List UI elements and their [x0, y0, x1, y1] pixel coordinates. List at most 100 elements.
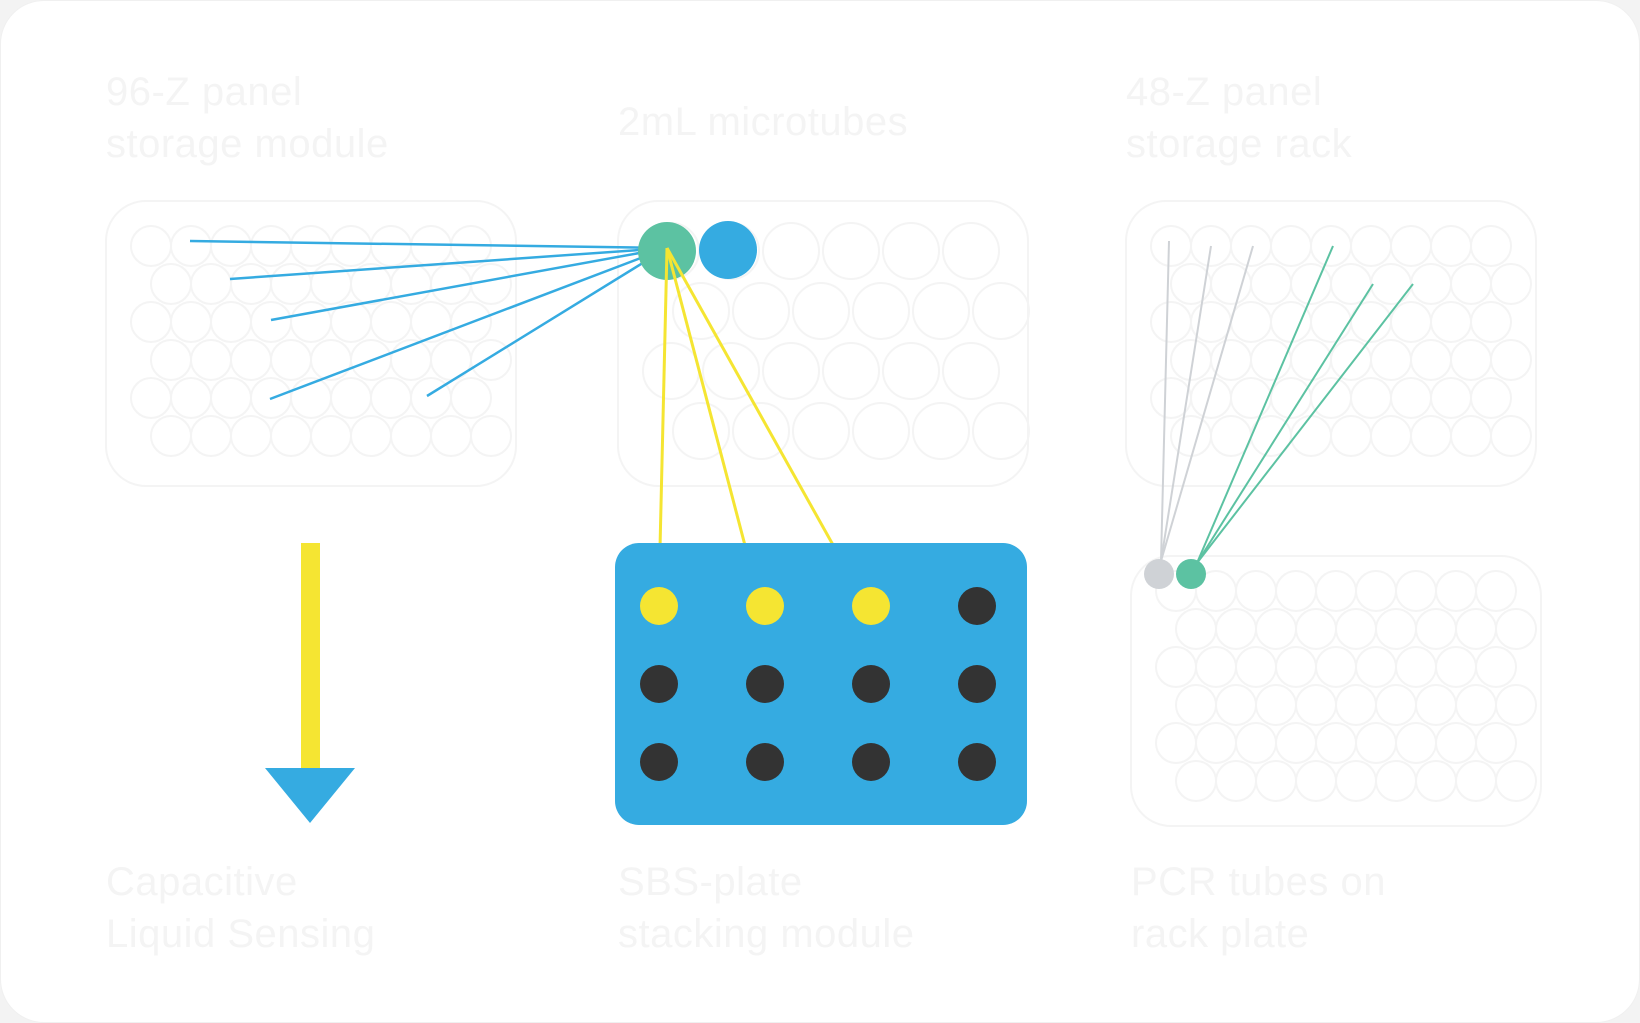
teal-transfer-line — [1196, 283, 1414, 564]
faint-tube-bottom-right — [1355, 722, 1397, 764]
highlighted-well — [746, 587, 784, 625]
faint-tube-left — [290, 225, 332, 267]
faint-tube-left — [130, 225, 172, 267]
faint-tube-center — [912, 402, 970, 460]
faint-tube-left — [230, 339, 272, 381]
faint-tube-left — [310, 339, 352, 381]
blue-transfer-line — [270, 246, 668, 322]
blue-transfer-line — [269, 246, 668, 401]
right-transfer-lines — [1160, 240, 1414, 564]
faint-tube-right — [1230, 301, 1272, 343]
faint-tube-right — [1390, 301, 1432, 343]
faint-tube-bottom-right — [1275, 570, 1317, 612]
label-bottom-left-line2: Liquid Sensing — [106, 912, 376, 956]
faint-tube-left — [330, 225, 372, 267]
faint-tube-center — [852, 402, 910, 460]
faint-tube-center — [882, 342, 940, 400]
label-bottom-right-line1: PCR tubes on — [1131, 860, 1387, 904]
faint-tube-left — [150, 339, 192, 381]
gray-dot[interactable] — [1144, 559, 1174, 589]
faint-tube-bottom-right — [1375, 608, 1417, 650]
faint-tube-right — [1310, 225, 1352, 267]
gray-transfer-line — [1160, 240, 1170, 562]
faint-tube-right — [1370, 415, 1412, 457]
faint-tube-left — [190, 263, 232, 305]
faint-tube-left — [170, 225, 212, 267]
faint-tube-left — [210, 377, 252, 419]
faint-tube-right — [1350, 377, 1392, 419]
well-plate[interactable] — [615, 543, 1027, 825]
faint-tube-left — [350, 415, 392, 457]
faint-tube-right — [1230, 225, 1272, 267]
faint-tube-left — [370, 301, 412, 343]
faint-tube-bottom-right — [1435, 646, 1477, 688]
faint-tube-bottom-right — [1155, 722, 1197, 764]
faint-tube-bottom-right — [1255, 608, 1297, 650]
teal-dot[interactable] — [1176, 559, 1206, 589]
faint-tube-bottom-right — [1495, 684, 1537, 726]
faint-tube-bottom-right — [1355, 646, 1397, 688]
label-top-right: 48-Z panel storage rack — [1126, 66, 1352, 170]
yellow-transfer-line — [665, 247, 760, 596]
faint-tube-right — [1330, 415, 1372, 457]
faint-tube-center — [672, 282, 730, 340]
faint-tube-right — [1490, 339, 1532, 381]
faint-tube-left — [450, 301, 492, 343]
label-bottom-center-line2: stacking module — [618, 912, 915, 956]
faint-tube-bottom-right — [1275, 722, 1317, 764]
faint-tube-right — [1370, 263, 1412, 305]
faint-tube-left — [270, 263, 312, 305]
faint-tube-bottom-right — [1475, 646, 1517, 688]
down-arrow-icon — [265, 543, 355, 823]
faint-tube-right — [1270, 225, 1312, 267]
faint-panel-bottom-right — [1130, 555, 1542, 827]
faint-tube-bottom-right — [1335, 608, 1377, 650]
faint-tube-right — [1470, 301, 1512, 343]
faint-tube-bottom-right — [1395, 722, 1437, 764]
faint-tube-bottom-right — [1415, 760, 1457, 802]
faint-tube-center — [882, 222, 940, 280]
faint-panel-left — [105, 200, 517, 487]
faint-tube-right — [1230, 377, 1272, 419]
faint-tube-right — [1450, 263, 1492, 305]
faint-panel-right — [1125, 200, 1537, 487]
faint-tube-bottom-right — [1475, 722, 1517, 764]
faint-tube-center — [822, 222, 880, 280]
faint-tube-bottom-right — [1235, 570, 1277, 612]
label-top-right-line2: storage rack — [1126, 122, 1353, 166]
label-bottom-center: SBS-plate stacking module — [618, 856, 915, 960]
faint-tube-bottom-right — [1175, 608, 1217, 650]
label-top-center-line1: 2mL microtubes — [618, 100, 909, 144]
faint-tube-bottom-right — [1175, 684, 1217, 726]
faint-tube-left — [370, 225, 412, 267]
label-top-left-line1: 96-Z panel — [106, 70, 303, 114]
faint-tube-right — [1310, 301, 1352, 343]
well — [958, 743, 996, 781]
faint-tube-left — [270, 415, 312, 457]
faint-tube-bottom-right — [1375, 760, 1417, 802]
faint-tube-right — [1450, 415, 1492, 457]
faint-tube-bottom-right — [1295, 608, 1337, 650]
faint-tube-bottom-right — [1155, 646, 1197, 688]
faint-tube-right — [1170, 415, 1212, 457]
faint-tube-right — [1490, 415, 1532, 457]
faint-tube-bottom-right — [1395, 570, 1437, 612]
faint-tube-bottom-right — [1255, 684, 1297, 726]
faint-tube-center — [912, 282, 970, 340]
faint-tube-center — [732, 402, 790, 460]
faint-tube-bottom-right — [1495, 608, 1537, 650]
faint-tube-left — [150, 263, 192, 305]
faint-tube-right — [1410, 263, 1452, 305]
blue-hub-circle[interactable] — [699, 221, 757, 279]
faint-tube-left — [410, 301, 452, 343]
faint-tube-left — [330, 377, 372, 419]
faint-tube-center — [792, 282, 850, 340]
faint-tube-left — [230, 263, 272, 305]
gray-transfer-line — [1160, 245, 1254, 562]
label-bottom-right-line2: rack plate — [1131, 912, 1310, 956]
faint-tube-left — [170, 301, 212, 343]
faint-tube-right — [1150, 301, 1192, 343]
well — [958, 587, 996, 625]
faint-tube-bottom-right — [1215, 684, 1257, 726]
